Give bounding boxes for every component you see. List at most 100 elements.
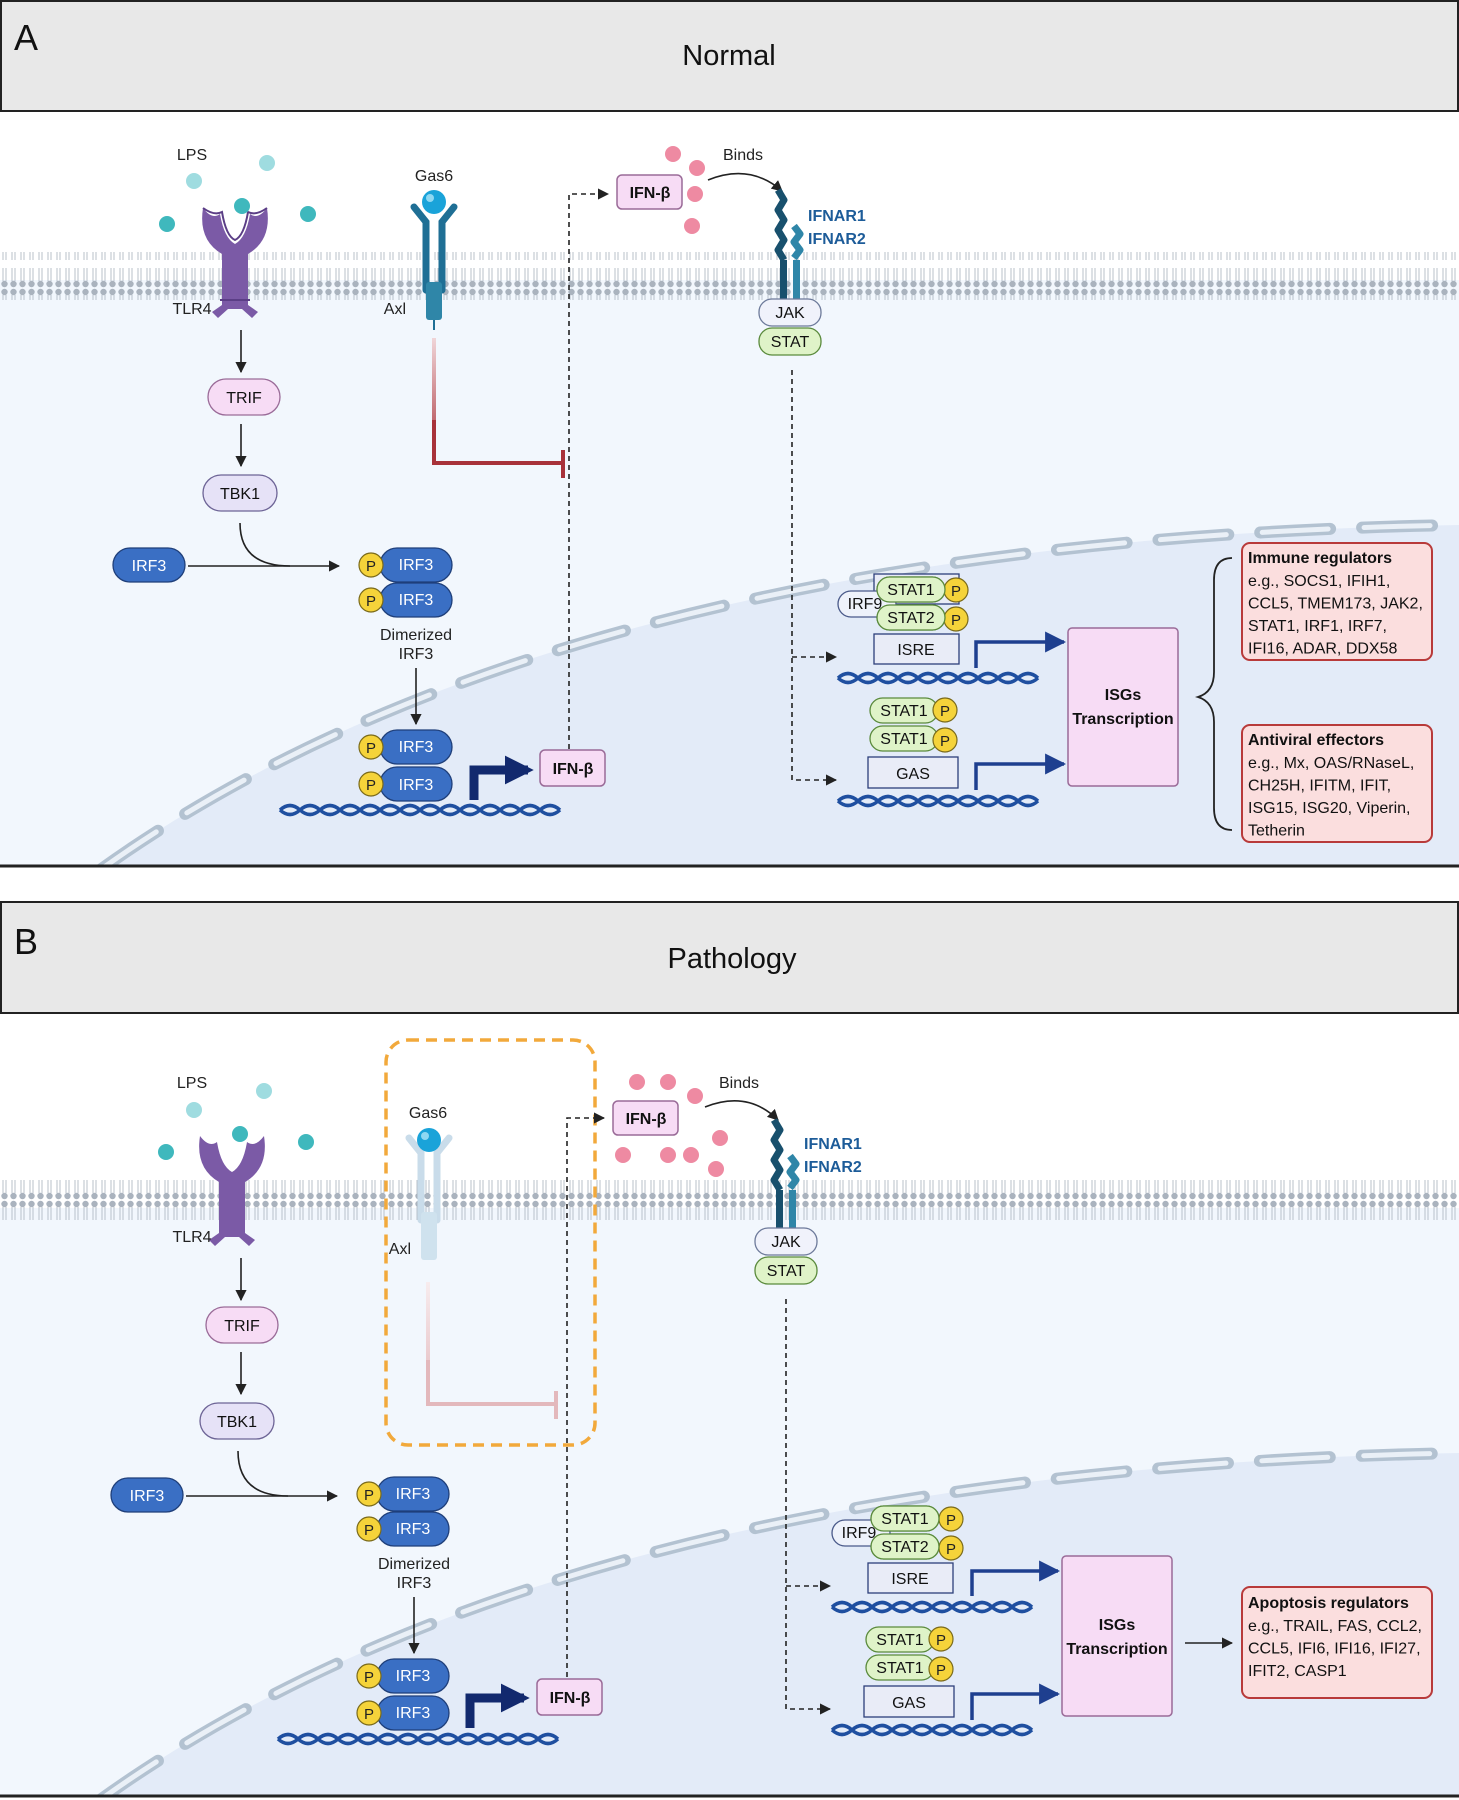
svg-text:P: P [364,1522,374,1539]
svg-text:IFN-β: IFN-β [550,1690,591,1707]
svg-text:Tetherin: Tetherin [1248,823,1305,840]
svg-text:P: P [366,593,376,610]
axl-label: Axl [384,301,406,318]
svg-text:ISRE: ISRE [897,642,934,659]
svg-text:Transcription: Transcription [1066,1641,1167,1658]
gas6-label: Gas6 [415,168,453,185]
svg-text:IFIT2, CASP1: IFIT2, CASP1 [1248,1663,1347,1680]
gas6-ligand [422,190,446,214]
svg-text:JAK: JAK [771,1234,801,1251]
svg-text:P: P [951,612,961,629]
svg-text:e.g., Mx, OAS/RNaseL,: e.g., Mx, OAS/RNaseL, [1248,755,1414,772]
dna-helix-icon [278,803,562,817]
phospho-icon [932,727,958,753]
svg-text:P: P [364,1487,374,1504]
isg-category-box [1241,1586,1433,1699]
dimerized-label: Dimerized [380,627,452,644]
trif-node [205,1306,279,1344]
stat-signal-path [791,370,838,786]
ifnb-molecule [684,218,700,234]
jak-node: JAK [758,298,822,327]
dimerized-label: Dimerized [378,1556,450,1573]
gas6-label: Gas6 [409,1105,447,1122]
svg-text:IRF9: IRF9 [848,596,883,613]
ifnar1-label: IFNAR1 [804,1136,862,1153]
gas-element [863,1685,955,1718]
ifnb-molecule [689,160,705,176]
tlr4-receptor-icon [202,198,268,318]
svg-text:P: P [364,1706,374,1723]
binds-arrow [704,1100,779,1121]
svg-text:TRIF: TRIF [226,390,262,407]
stat-node: STAT [758,327,822,356]
stat-node [754,1256,818,1285]
ifnar-receptor-icon [774,188,804,302]
irf3-monomer [110,1477,184,1513]
panel-a-letter: A [14,17,38,58]
svg-text:IRF3: IRF3 [399,777,434,794]
svg-text:P: P [936,1662,946,1679]
svg-text:ISG15, ISG20, Viperin,: ISG15, ISG20, Viperin, [1248,800,1410,817]
gas6-ligand [417,1128,441,1152]
dimerized-label: IRF3 [397,1575,432,1592]
svg-text:IFN-β: IFN-β [553,761,594,778]
svg-text:IRF3: IRF3 [396,1668,431,1685]
ifnb-molecule [687,1088,703,1104]
svg-text:IRF3: IRF3 [396,1521,431,1538]
ifnb-molecule [683,1147,699,1163]
svg-text:TBK1: TBK1 [217,1414,257,1431]
transcription-arrow-icon [970,1560,1061,1596]
lps-molecule [300,206,316,222]
lps-molecule [186,1102,202,1118]
lps-molecule [298,1134,314,1150]
svg-text:STAT1: STAT1 [876,1660,924,1677]
svg-text:CH25H, IFITM, IFIT,: CH25H, IFITM, IFIT, [1248,778,1391,795]
phospho-icon [356,1481,382,1507]
irf3-dimer-nuclear: IRF3 IRF3 P P [358,729,453,802]
svg-text:ISGs: ISGs [1105,687,1142,704]
svg-text:e.g., TRAIL, FAS, CCL2,: e.g., TRAIL, FAS, CCL2, [1248,1618,1422,1635]
ifnb-molecule [660,1147,676,1163]
transcription-arrow-icon [974,753,1067,790]
gas-element [867,756,959,789]
svg-text:CCL5, TMEM173, JAK2,: CCL5, TMEM173, JAK2, [1248,596,1423,613]
lps-molecule [186,173,202,189]
svg-text:STAT1: STAT1 [880,703,928,720]
ifnb-molecule [665,146,681,162]
dimerized-label: IRF3 [399,646,434,663]
ifnb-gene: IFN-β [539,749,606,787]
phospho-icon [928,1656,954,1682]
phospho-icon [356,1516,382,1542]
svg-text:ISRE: ISRE [891,1571,928,1588]
svg-text:P: P [366,558,376,575]
ifnb-molecule [629,1074,645,1090]
panel-a-header [0,0,1459,112]
irf3-dimer: IRF3 IRF3 P P [358,547,453,618]
svg-text:STAT1: STAT1 [876,1632,924,1649]
transcription-arrow-icon [970,1683,1061,1720]
panel-a-title: Normal [682,40,775,72]
lps-label: LPS [177,147,207,164]
ifnb-secretion-path [568,188,610,758]
ifnar2-label: IFNAR2 [804,1159,862,1176]
svg-text:P: P [364,1669,374,1686]
svg-text:Antiviral effectors: Antiviral effectors [1248,732,1384,749]
phospho-icon [356,1700,382,1726]
ifnb-secreted: IFN-β [616,174,683,210]
svg-text:STAT1, IRF1, IRF7,: STAT1, IRF1, IRF7, [1248,618,1387,635]
ifnar-receptor-icon [770,1118,784,1192]
isre-element [867,1562,954,1594]
svg-text:Apoptosis regulators: Apoptosis regulators [1248,1595,1409,1612]
panel-a-pathway: LPS TLR4 Gas6 Axl [112,146,960,817]
svg-text:STAT: STAT [771,334,810,351]
panel-b-pathway: LPSTLR4Gas6AxlIFN-βBindsIFNAR1IFNAR2JAKS… [110,1038,1433,1746]
trif-node: TRIF [207,378,281,416]
svg-text:P: P [936,1632,946,1649]
svg-text:IRF9: IRF9 [842,1525,877,1542]
plasma-membrane [0,1180,1459,1228]
svg-text:e.g., SOCS1, IFIH1,: e.g., SOCS1, IFIH1, [1248,573,1390,590]
phospho-icon [928,1626,954,1652]
tlr4-receptor-icon [199,1136,265,1246]
svg-text:TRIF: TRIF [224,1318,260,1335]
